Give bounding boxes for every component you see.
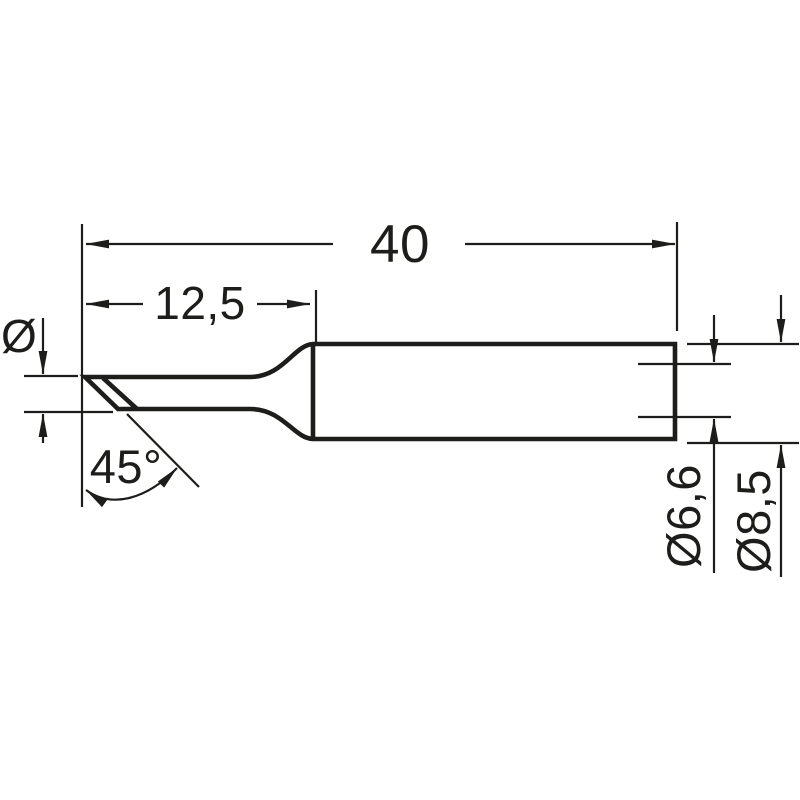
tip-body-outline <box>79 341 678 442</box>
soldering-tip-outline <box>79 341 678 442</box>
sleeve-diameter-label: Ø8,5 <box>727 469 780 573</box>
tip-length-label: 12,5 <box>154 277 246 329</box>
angle-arc <box>85 467 178 508</box>
dimension-labels: 40 12,5 45° Ø Ø6,6 Ø8,5 <box>1 215 780 573</box>
overall-length-label: 40 <box>370 215 430 274</box>
dimension-lines <box>38 239 786 577</box>
angle-leader-line <box>126 413 200 488</box>
bevel-angle-label: 45° <box>90 440 163 493</box>
extension-lines <box>24 222 799 507</box>
tip-diameter-symbol: Ø <box>1 310 37 362</box>
shank-diameter-label: Ø6,6 <box>657 464 710 568</box>
bevel-face-line <box>101 376 139 411</box>
